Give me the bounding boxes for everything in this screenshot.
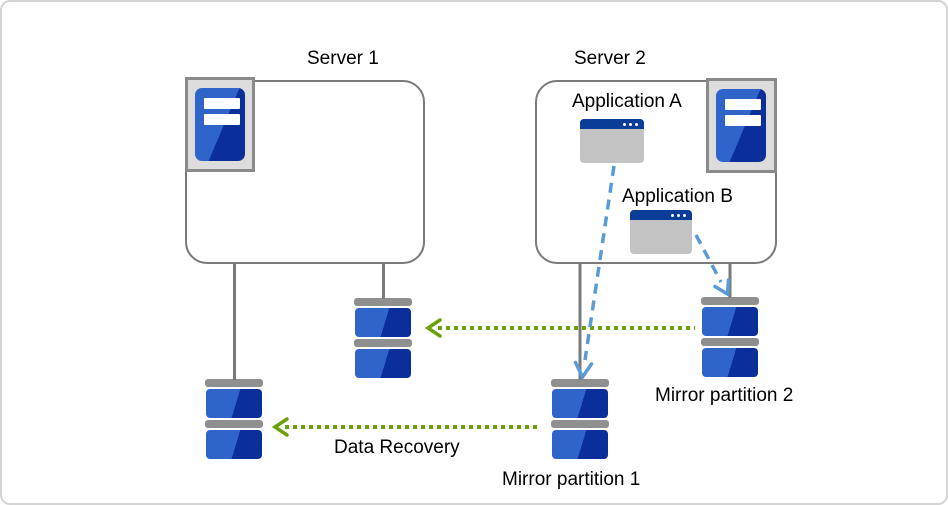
disk-platter (206, 389, 262, 418)
arrowhead-left (271, 417, 289, 437)
disk-cap (701, 297, 759, 305)
mirror-partition-2-disk-icon (701, 297, 759, 377)
tower-slot (204, 114, 240, 125)
server1-upper-disk-icon (354, 298, 412, 378)
tower-slot (725, 99, 761, 110)
application-a-label: Application A (572, 91, 682, 112)
data-recovery-dotted-arrow (271, 417, 539, 437)
server1-tower-icon (185, 77, 255, 172)
mirror-partition-1-label: Mirror partition 1 (502, 469, 641, 490)
mirror-partition-2-label: Mirror partition 2 (655, 385, 794, 406)
window-dot-icon (629, 122, 632, 126)
window-dot-icon (635, 122, 638, 126)
application-b-label: Application B (622, 186, 733, 207)
arrowhead-down (573, 360, 594, 381)
disk-cap (354, 339, 412, 347)
window-dot-icon (671, 213, 674, 217)
application-a-window-icon (580, 119, 644, 163)
tower-slot (725, 115, 761, 126)
disk-platter (355, 308, 411, 337)
server2-label: Server 2 (574, 48, 646, 69)
window-titlebar (630, 210, 692, 220)
window-titlebar (580, 119, 644, 129)
mirror-partition-1-disk-icon (551, 379, 609, 459)
tower-slot (204, 98, 240, 109)
mirror-sync-dotted-arrow (424, 318, 695, 338)
disk-cap (205, 420, 263, 428)
server2-tower-icon (706, 78, 777, 173)
disk-platter (702, 307, 758, 336)
disk-cap (354, 298, 412, 306)
tower-body (195, 88, 245, 161)
server1-lower-disk-icon (205, 379, 263, 459)
disk-cap (205, 379, 263, 387)
disk-cap (551, 420, 609, 428)
disk-platter (355, 349, 411, 378)
window-dot-icon (683, 213, 686, 217)
server1-label: Server 1 (307, 48, 379, 69)
disk-cap (701, 338, 759, 346)
tower-body (716, 89, 766, 162)
application-b-window-icon (630, 210, 692, 254)
disk-cap (551, 379, 609, 387)
data-recovery-label: Data Recovery (334, 437, 460, 458)
disk-platter (702, 348, 758, 377)
arrowhead-left (424, 318, 442, 338)
window-dot-icon (623, 122, 626, 126)
disk-platter (552, 389, 608, 418)
arrowhead-down (713, 278, 731, 297)
window-dot-icon (677, 213, 680, 217)
disk-platter (206, 430, 262, 459)
disk-platter (552, 430, 608, 459)
